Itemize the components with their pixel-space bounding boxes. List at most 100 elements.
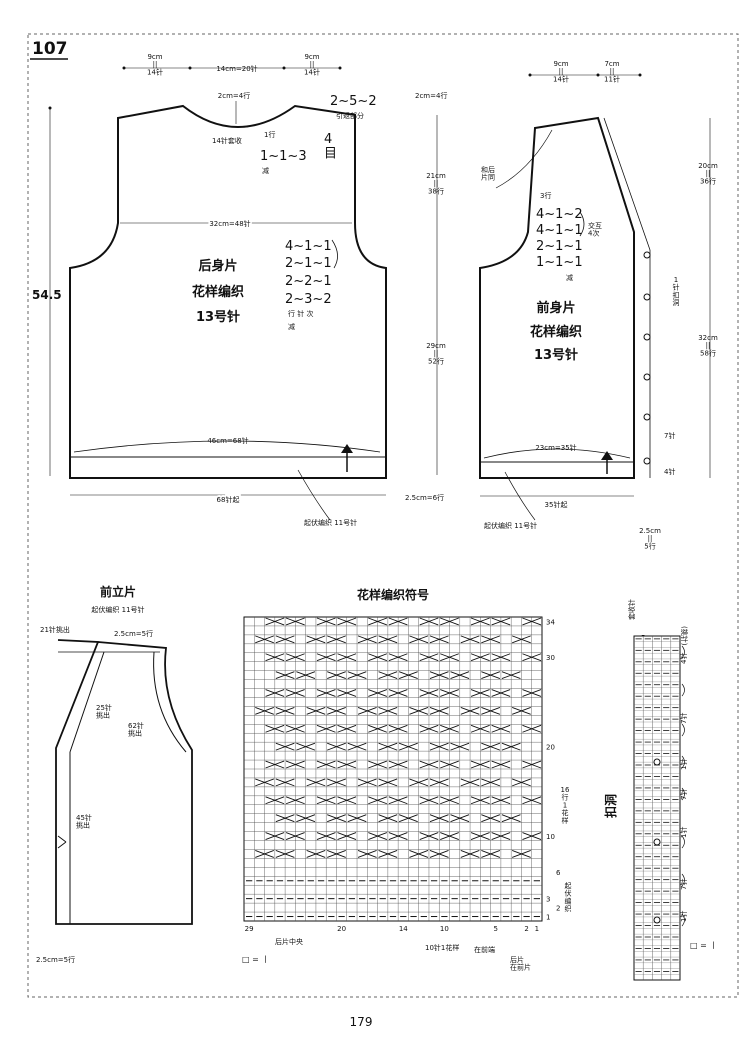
cable-cross xyxy=(327,635,346,644)
cable-cross xyxy=(347,814,367,823)
bh-hole xyxy=(653,916,661,924)
front-neck-dec-4: 1~1~1 xyxy=(536,255,583,270)
cable-cross xyxy=(522,689,542,697)
cable-cross xyxy=(419,760,439,769)
chart-title: 花样编织符号 xyxy=(357,587,429,602)
dim-dot xyxy=(282,66,286,70)
cable-cross xyxy=(481,635,501,644)
cable-cross xyxy=(285,617,305,626)
cable-cross xyxy=(512,778,531,787)
cable-cross xyxy=(265,796,285,805)
back-short-row: 引返部分 xyxy=(336,111,364,120)
cable-cross xyxy=(306,778,326,787)
dim-dot xyxy=(596,73,600,77)
dim-dot xyxy=(338,66,342,70)
cable-cross xyxy=(419,689,439,697)
cable-cross xyxy=(419,832,439,840)
cable-cross xyxy=(357,635,377,644)
cable-cross xyxy=(347,671,367,680)
cable-cross xyxy=(512,850,531,858)
cable-cross xyxy=(491,724,511,733)
cable-cross xyxy=(522,617,542,626)
cable-cross xyxy=(450,671,470,680)
middle-body: 29cm||52行 xyxy=(426,342,446,365)
front-title-3: 13号针 xyxy=(534,347,578,363)
cable-cross xyxy=(429,850,449,858)
cable-cross xyxy=(470,617,490,626)
cable-cross xyxy=(378,814,398,823)
back-hem-width: 46cm=68针 xyxy=(207,436,248,445)
bh-brace xyxy=(681,755,685,769)
cable-cross xyxy=(450,742,470,751)
bh-brace xyxy=(681,683,685,697)
back-neck-depth: 2cm=4行 xyxy=(218,91,250,100)
bh-brace xyxy=(681,835,685,849)
figure-number: 107 xyxy=(32,39,68,59)
cable-cross xyxy=(481,742,501,751)
cable-cross xyxy=(388,724,408,733)
buttonhole-gap-6: 7针 xyxy=(679,879,688,890)
front-rows3: 3行 xyxy=(540,191,551,200)
buttonhole-chart: 扣洞 套收针 5 (挑针) 4针 7针 1针 7针 1针 7针 1针 □ = 丨 xyxy=(603,599,717,981)
back-neck-dec-label: 减 xyxy=(262,166,269,175)
cable-cross xyxy=(337,724,357,733)
buttonhole-gap-5: 1针 xyxy=(679,827,688,838)
cable-cross xyxy=(481,706,501,715)
dim-dot xyxy=(122,66,126,70)
buttonhole-gap-7: 1针 xyxy=(679,911,688,922)
placket-bottom-height: 2.5cm=5行 xyxy=(36,955,75,964)
cable-cross xyxy=(337,796,357,805)
cable-cross xyxy=(491,760,511,769)
cable-cross xyxy=(429,742,449,751)
back-armhole-dec-3: 2~2~1 xyxy=(285,274,332,289)
chart-row-label: 2 xyxy=(556,905,560,913)
back-armhole-dec-label: 减 xyxy=(288,322,295,331)
middle-top: 2cm=4行 xyxy=(415,91,447,100)
front-piece: 前身片 花样编织 13号针 9cm||14针 7cm||11针 和后片同 3行 … xyxy=(479,60,718,550)
cable-cross xyxy=(316,617,336,626)
cable-cross xyxy=(522,796,542,805)
back-row1: 1行 xyxy=(264,130,275,139)
middle-armhole: 21cm||38行 xyxy=(426,172,446,195)
cable-cross xyxy=(275,850,295,858)
cable-cross xyxy=(460,850,480,858)
cable-cross xyxy=(357,778,377,787)
cable-cross xyxy=(522,653,542,662)
cable-cross xyxy=(368,653,388,662)
cable-cross xyxy=(378,778,398,787)
cable-cross xyxy=(285,796,305,805)
cable-cross xyxy=(255,778,274,787)
cable-cross xyxy=(512,706,531,715)
buttonhole-title: 扣洞 xyxy=(603,794,618,818)
back-arrow-head xyxy=(341,444,353,453)
cable-cross xyxy=(470,832,490,840)
cable-cross xyxy=(440,832,459,840)
chart-stitch-label: 5 xyxy=(494,925,498,933)
buttonhole-legend: □ = 丨 xyxy=(690,941,717,950)
cable-cross xyxy=(275,706,295,715)
placket-inner-top xyxy=(69,651,105,753)
buttonhole-mark xyxy=(643,413,651,421)
bh-brace xyxy=(681,723,685,737)
back-outline xyxy=(69,104,387,479)
back-title-1: 后身片 xyxy=(198,258,237,274)
cable-cross xyxy=(440,796,459,805)
cable-cross xyxy=(491,832,511,840)
cable-cross xyxy=(470,724,490,733)
cable-cross xyxy=(296,814,316,823)
chart-stitch-label: 1 xyxy=(535,925,539,933)
back-cast-on: 68针起 xyxy=(217,495,240,504)
front-neck-dec-2: 4~1~1 xyxy=(536,223,583,238)
buttonhole-gap-2: 7针 xyxy=(679,713,688,724)
cable-cross xyxy=(470,760,490,769)
cable-cross xyxy=(440,760,459,769)
dim-dot xyxy=(528,73,532,77)
cable-cross xyxy=(429,778,449,787)
front-buttonholes xyxy=(643,251,651,465)
chart-row-label: 3 xyxy=(546,896,550,904)
cable-cross xyxy=(460,706,480,715)
